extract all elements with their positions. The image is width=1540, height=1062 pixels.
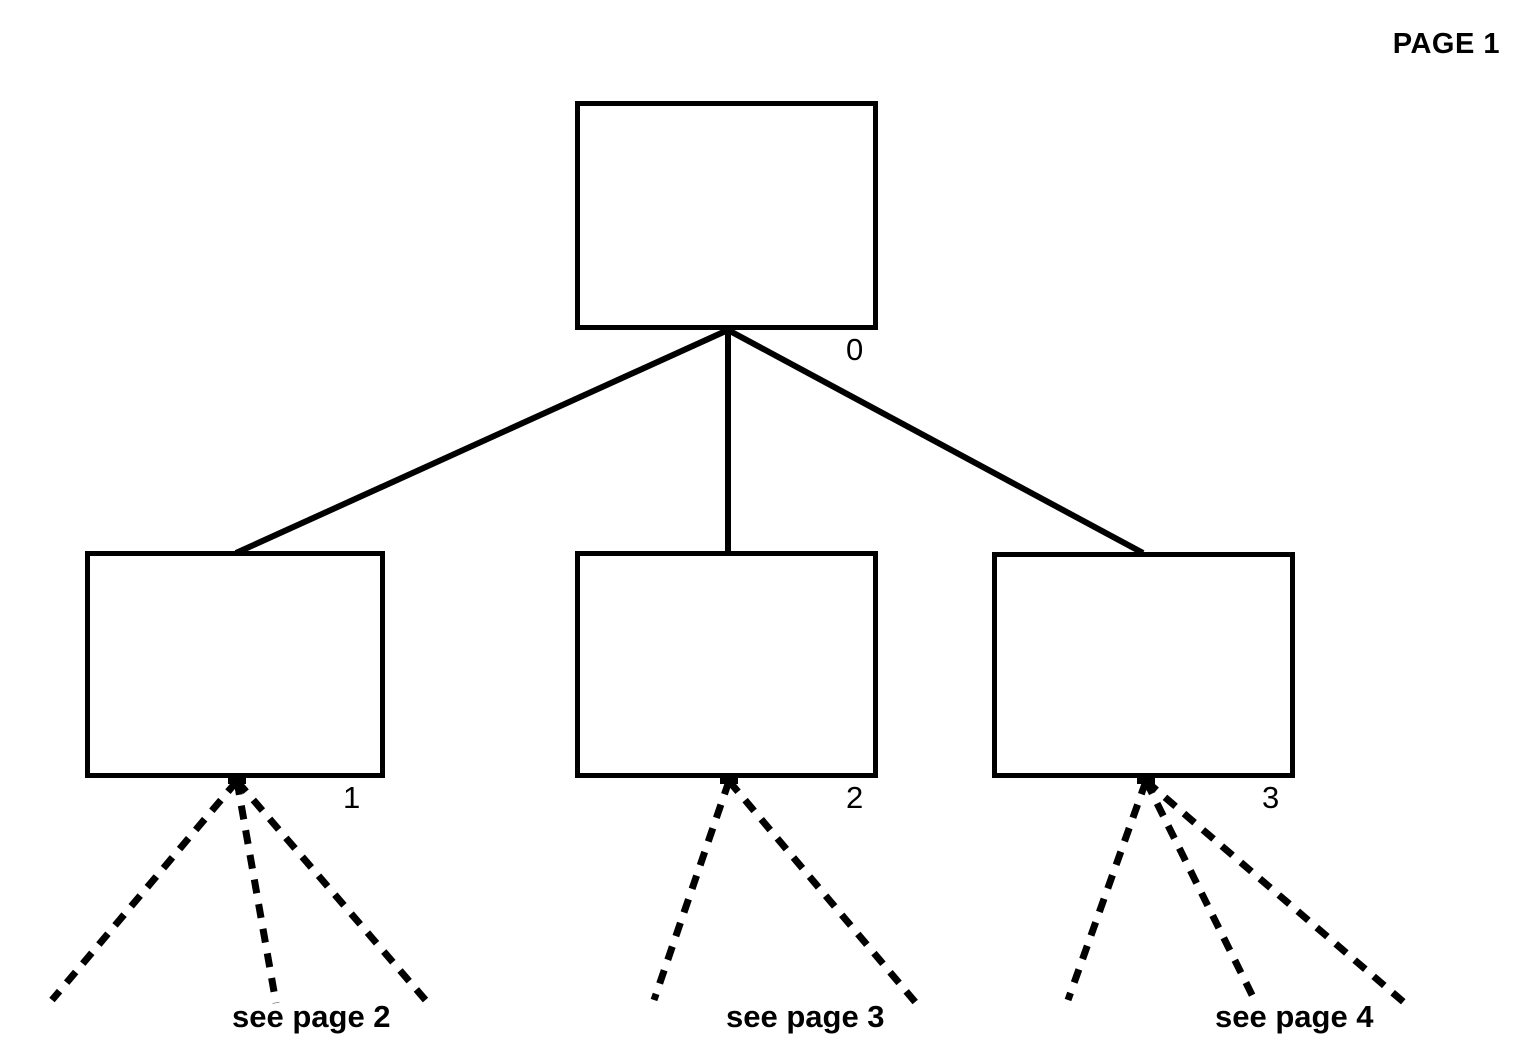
dashed-connector-3-3 — [1143, 778, 1410, 1008]
dashed-connector-1-3 — [234, 778, 431, 1006]
see-page-link-3[interactable]: see page 4 — [1215, 999, 1374, 1034]
dashed-connector-group — [49, 774, 1410, 1008]
dashed-connector-3-2 — [1142, 779, 1261, 1007]
solid-connector-3 — [726, 327, 1145, 556]
child-node-2-id: 2 — [846, 780, 864, 815]
child-node-1[interactable] — [85, 551, 385, 778]
dashed-connector-2-2 — [726, 778, 919, 1006]
root-node[interactable] — [575, 101, 878, 330]
see-page-link-2[interactable]: see page 3 — [726, 999, 885, 1034]
page-title: PAGE 1 — [1392, 28, 1500, 60]
root-node-id: 0 — [846, 332, 864, 367]
see-page-link-1[interactable]: see page 2 — [232, 999, 391, 1034]
child-node-3[interactable] — [992, 552, 1295, 778]
dashed-connector-1-1 — [49, 778, 240, 1003]
dashed-connector-3-1 — [1064, 779, 1150, 1002]
child-node-1-id: 1 — [343, 780, 361, 815]
solid-connector-group — [234, 327, 1145, 556]
child-node-2[interactable] — [575, 551, 878, 778]
solid-connector-1 — [234, 327, 730, 556]
dashed-connector-1-2 — [233, 780, 280, 1004]
fan-apex-1 — [228, 774, 246, 784]
dashed-connector-2-1 — [650, 779, 733, 1002]
fan-apex-3 — [1137, 774, 1155, 784]
child-node-3-id: 3 — [1262, 780, 1280, 815]
fan-apex-2 — [720, 774, 738, 784]
